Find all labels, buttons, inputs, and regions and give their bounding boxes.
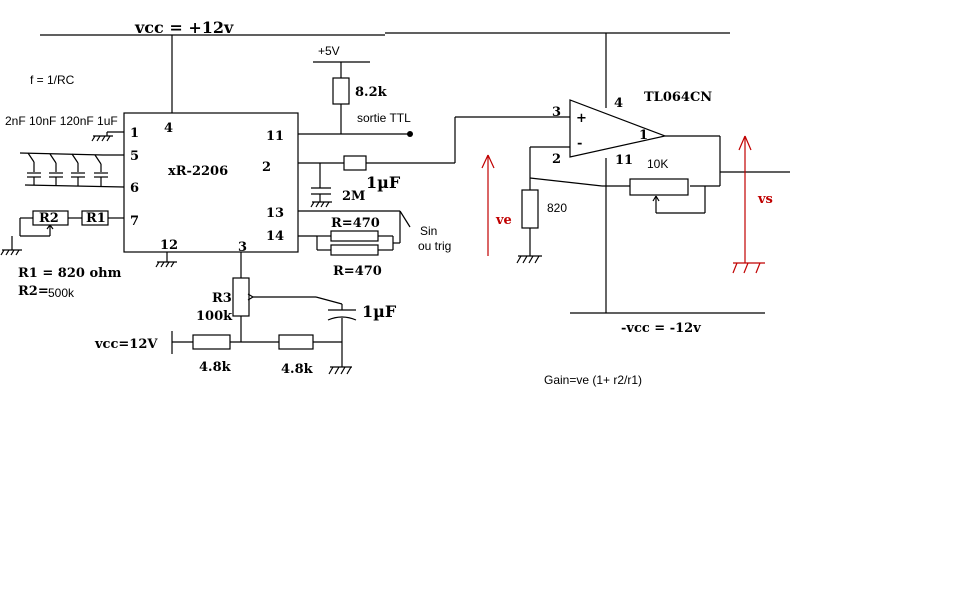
opamp-plus-sign: + [576,111,587,126]
r470-top-label: R=470 [331,216,380,231]
capacitor-selector [27,152,108,187]
sin-label: Sin [420,224,437,238]
capacitor-values: 2nF 10nF 120nF 1uF [5,114,118,128]
pin-1-label: 1 [130,126,139,141]
r-820-label: 820 [547,201,567,215]
pin-7-label: 7 [130,214,139,229]
opamp-triangle [569,99,668,158]
pin-11-label: 11 [266,129,284,144]
pin-4-label: 4 [164,121,173,136]
pin-13-label: 13 [266,206,284,221]
negative-vcc-label: -vcc = -12v [621,321,701,336]
ic-name-label: xR-2206 [168,164,228,179]
pin-12-label: 12 [160,238,178,253]
opamp-minus-sign: - [577,136,582,151]
r-8k2-label: 8.2k [355,85,388,100]
pin-6-label: 6 [130,181,139,196]
xr2206-ic [123,112,299,253]
vcc12-label: vcc=12V [94,337,158,352]
potentiometer-r3 [232,277,250,317]
r48k-right-label: 4.8k [281,362,314,377]
r2-value-label: 500k [48,286,75,300]
r3-value-label: 100k [196,309,233,324]
pin-14-label: 14 [266,229,284,244]
capacitor-1uf-output [343,155,367,171]
resistor-4k8-left [192,334,231,350]
vcc-top-label: vcc = +12v [134,18,234,37]
cap-1uf-output-label: 1µF [366,173,401,192]
pin-3-label: 3 [238,240,247,255]
resistor-8k2 [332,77,350,105]
ve-label: ve [495,213,512,228]
resistor-470-top [330,230,379,242]
opamp-pin-1: 1 [639,128,648,143]
pin-5-label: 5 [130,149,139,164]
r-10k-label: 10K [647,157,668,171]
opamp-pin-11: 11 [615,153,633,168]
ground-symbols [0,135,542,375]
ttl-output-node [407,131,413,137]
resistor-r1 [81,210,109,226]
pin-2-label: 2 [262,160,271,175]
ou-trig-label: ou trig [418,239,451,253]
r-2m-label: 2M [342,189,365,204]
r2-value-prefix: R2= [18,284,49,299]
opamp-pin-2: 2 [552,152,561,167]
wires [11,32,790,367]
vs-label: vs [757,192,773,207]
resistor-4k8-right [278,334,314,350]
r3-label: R3 [212,291,232,306]
plus5v-label: +5V [318,44,340,58]
opamp-name-label: TL064CN [644,90,712,105]
r470-bottom-label: R=470 [333,264,382,279]
opamp-pin-3: 3 [552,105,561,120]
resistor-470-bottom [330,244,379,256]
r48k-left-label: 4.8k [199,360,232,375]
signal-arrows [481,135,765,274]
gain-formula: Gain=ve (1+ r2/r1) [544,373,642,387]
components [27,77,689,350]
frequency-formula: f = 1/RC [30,73,75,87]
ttl-output-label: sortie TTL [357,111,411,125]
potentiometer-10k [629,178,689,196]
opamp-pin-4: 4 [614,96,623,111]
r1-value-label: R1 = 820 ohm [18,266,122,281]
resistor-820 [521,189,539,229]
r2-label: R2 [39,211,59,226]
r1-label: R1 [86,211,106,226]
cap-1uf-bottom-label: 1µF [362,302,397,321]
